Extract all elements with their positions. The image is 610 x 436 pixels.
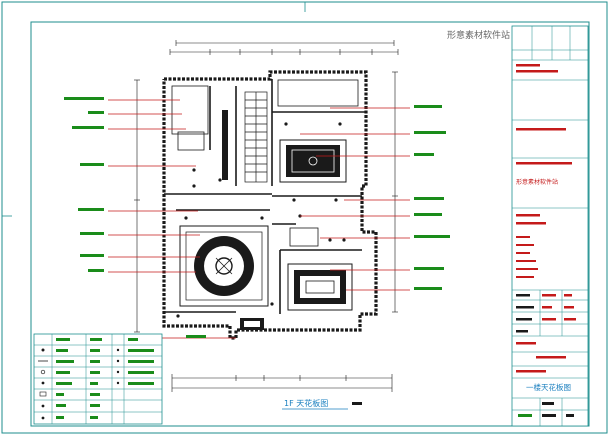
left-annotation-leaders — [108, 99, 236, 339]
title-block-sheet-name: 一楼天花板图 — [526, 382, 571, 392]
watermark: 形意素材软件站 — [447, 29, 510, 41]
drawing-title: 1F 天花板图 — [284, 398, 328, 408]
legend-table — [33, 333, 163, 425]
interior-walls — [164, 79, 366, 314]
study-ceiling-panel — [287, 263, 353, 311]
left-dimensions — [134, 79, 140, 333]
top-right-room — [277, 79, 359, 107]
top-dimensions — [169, 40, 399, 55]
title-block: 形意素材软件站 一楼天花板图 — [511, 25, 589, 427]
wardrobe-ceiling — [177, 131, 205, 151]
building-walls — [162, 70, 378, 340]
right-annotation-text-marks — [414, 105, 450, 290]
title-block-company: 形意素材软件站 — [516, 178, 558, 186]
bathroom-ceiling — [289, 227, 319, 247]
living-room-ceiling — [179, 225, 269, 307]
dining-ceiling-panel — [279, 139, 347, 183]
bedroom-ceiling — [171, 85, 209, 135]
hatched-column — [222, 110, 228, 180]
drawing-frame — [30, 21, 590, 427]
entry-ceiling-inner — [244, 321, 260, 327]
right-annotation-leaders — [300, 107, 410, 291]
right-dimensions — [392, 71, 398, 313]
scale-mark — [352, 402, 362, 405]
bottom-dimensions — [171, 374, 393, 392]
staircase — [244, 91, 268, 183]
left-annotation-text-marks — [64, 97, 206, 338]
downlights — [176, 122, 346, 318]
